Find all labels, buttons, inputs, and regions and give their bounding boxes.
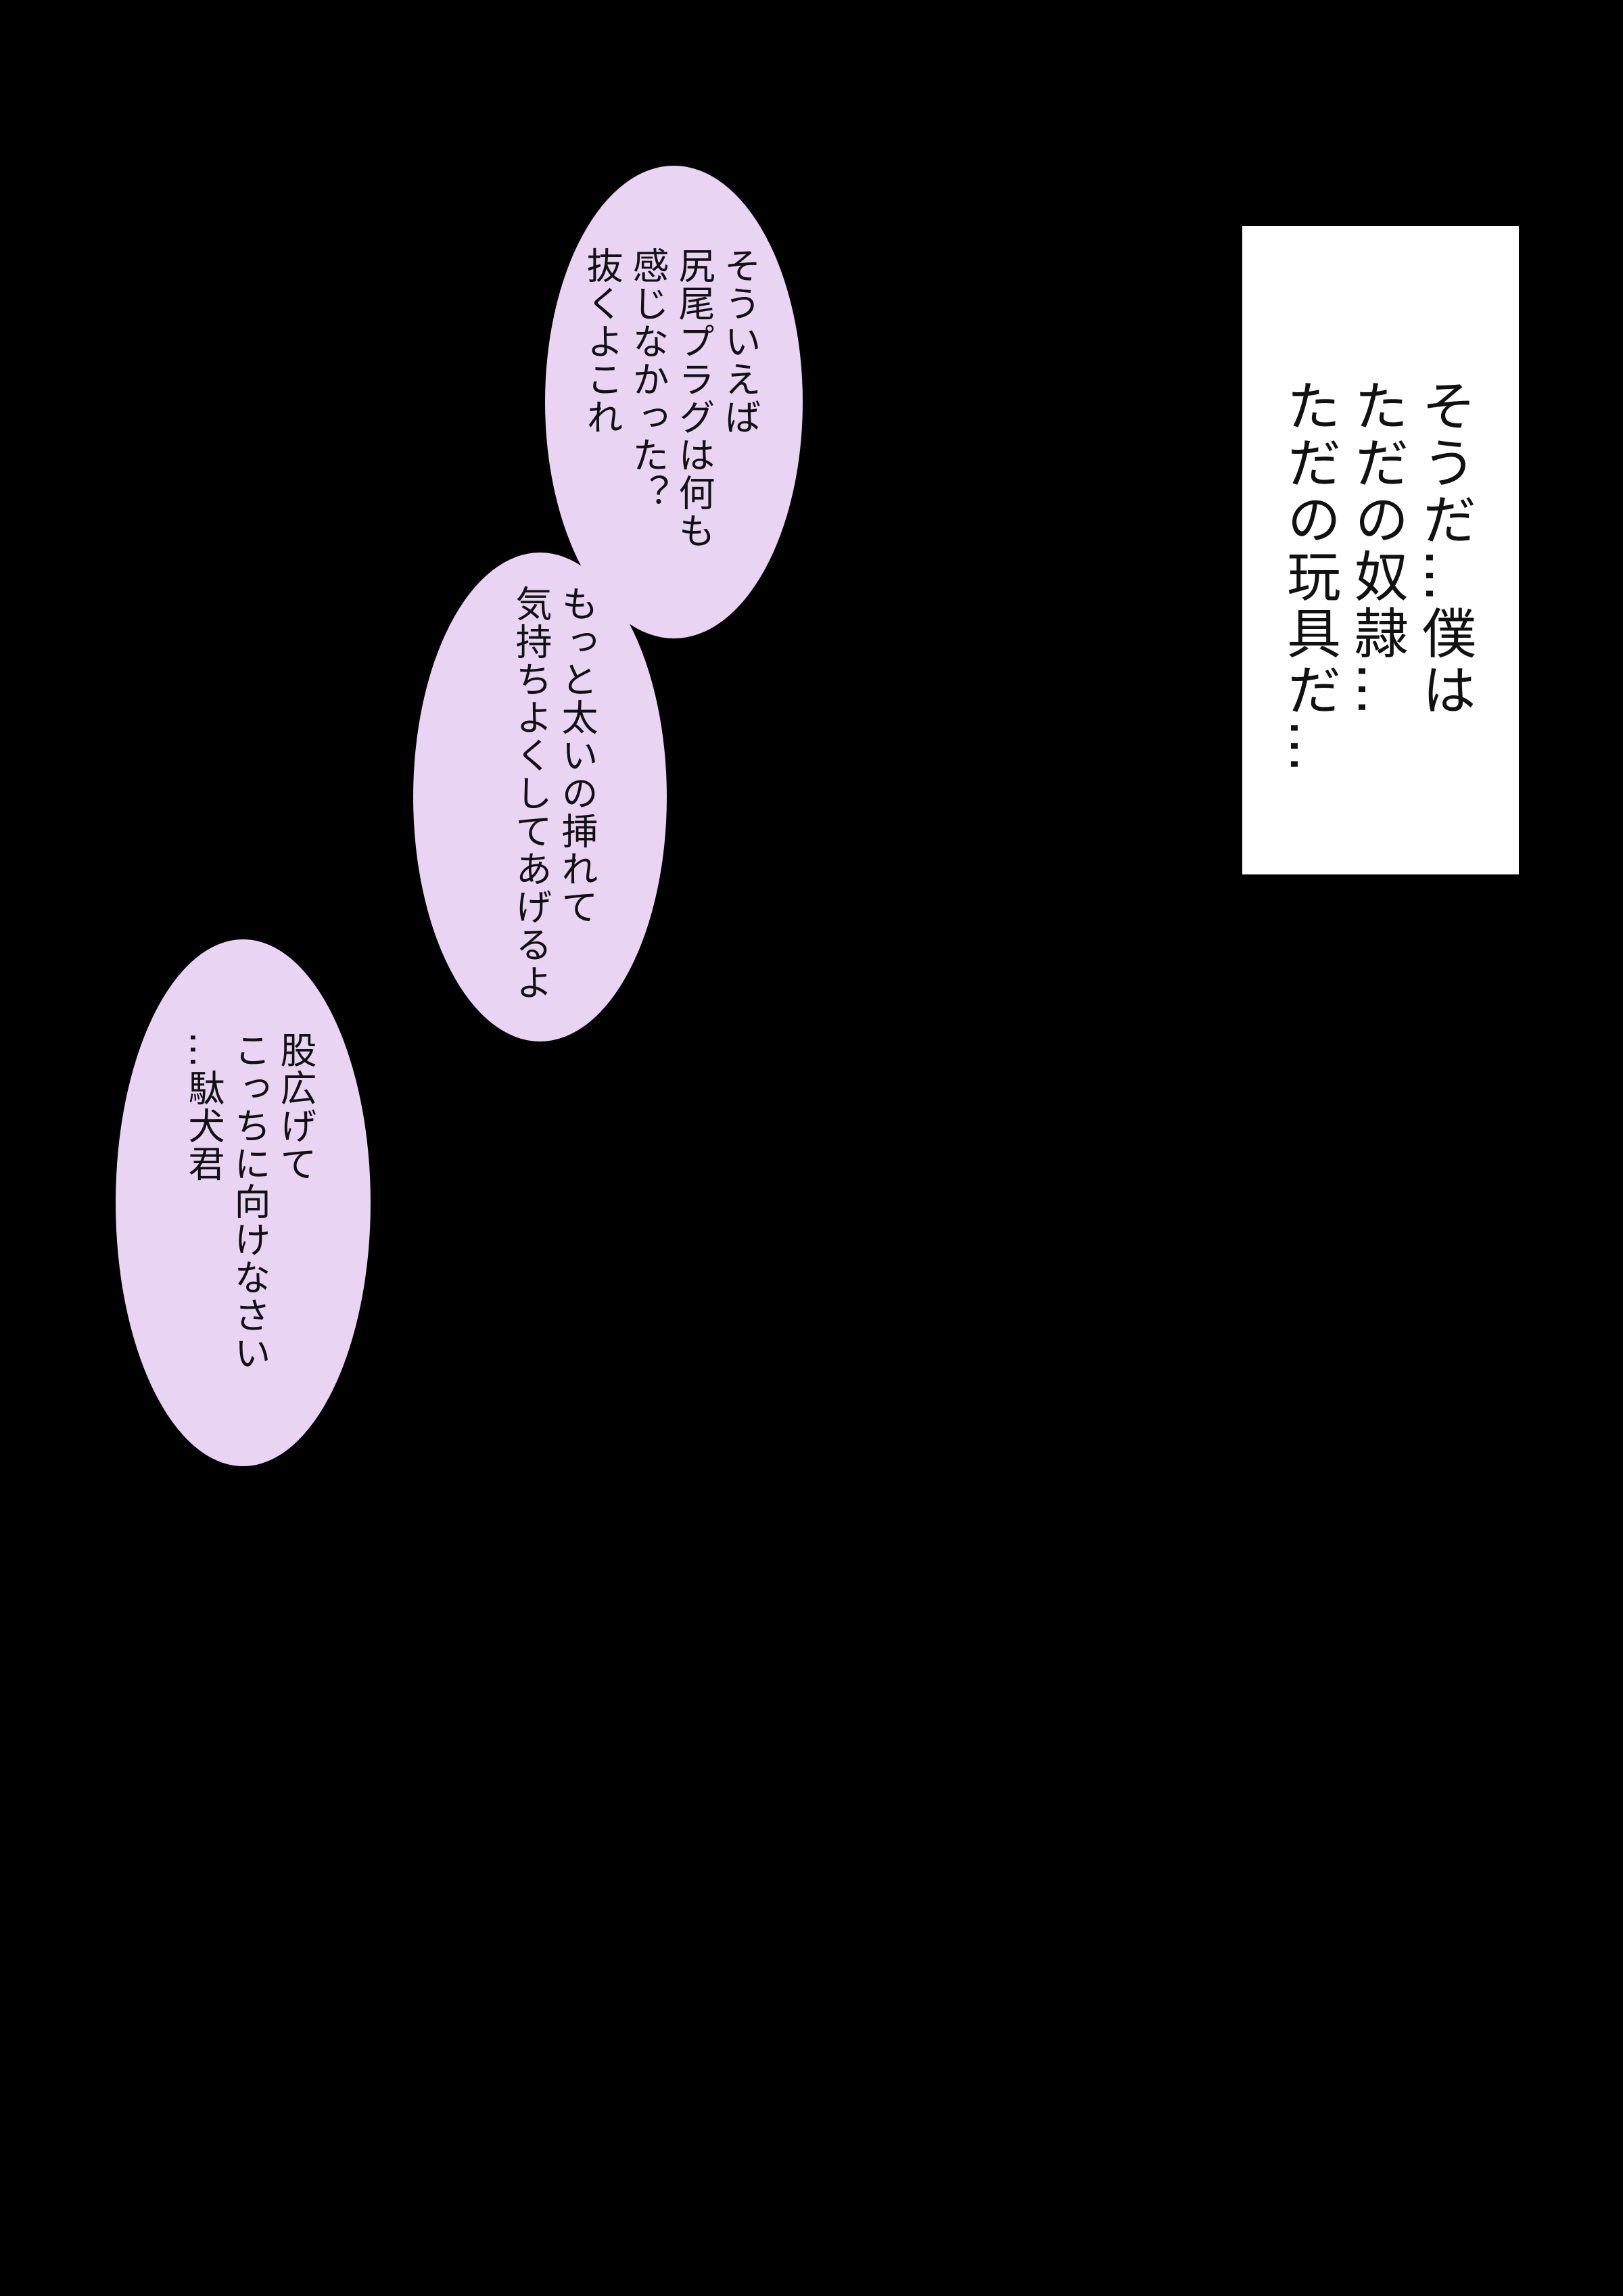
speech-line: 気持ちよくしてあげるよ: [509, 585, 552, 1002]
narration-box: そうだ…僕は ただの奴隷… ただの玩具だ…: [1242, 226, 1519, 874]
speech-line: そういえば: [718, 247, 761, 436]
speech-line: もっと太いの挿れて: [555, 585, 598, 926]
speech-line: 股広げて: [274, 1031, 316, 1183]
speech-bubble-2: もっと太いの挿れて 気持ちよくしてあげるよ: [413, 553, 667, 1041]
speech-line: …駄犬君: [182, 1031, 225, 1183]
speech-bubble-3: 股広げて こっちに向けなさい …駄犬君: [116, 939, 371, 1466]
speech-line: 感じなかった？: [626, 247, 669, 512]
narration-line: そうだ…僕は: [1413, 378, 1476, 719]
speech-text: 股広げて こっちに向けなさい …駄犬君: [180, 1031, 318, 1372]
speech-text: もっと太いの挿れて 気持ちよくしてあげるよ: [507, 585, 599, 1002]
narration-line: ただの玩具だ…: [1278, 378, 1341, 776]
speech-line: こっちに向けなさい: [228, 1031, 270, 1372]
narration-line: ただの奴隷…: [1346, 378, 1409, 719]
speech-text: そういえば 尻尾プラグは何も 感じなかった？ 抜くよこれ: [578, 247, 762, 550]
speech-bubble-1: そういえば 尻尾プラグは何も 感じなかった？ 抜くよこれ: [545, 166, 803, 638]
speech-line: 尻尾プラグは何も: [672, 247, 715, 550]
speech-line: 抜くよこれ: [580, 247, 623, 436]
narration-text: そうだ…僕は ただの奴隷… ただの玩具だ…: [1275, 378, 1478, 776]
